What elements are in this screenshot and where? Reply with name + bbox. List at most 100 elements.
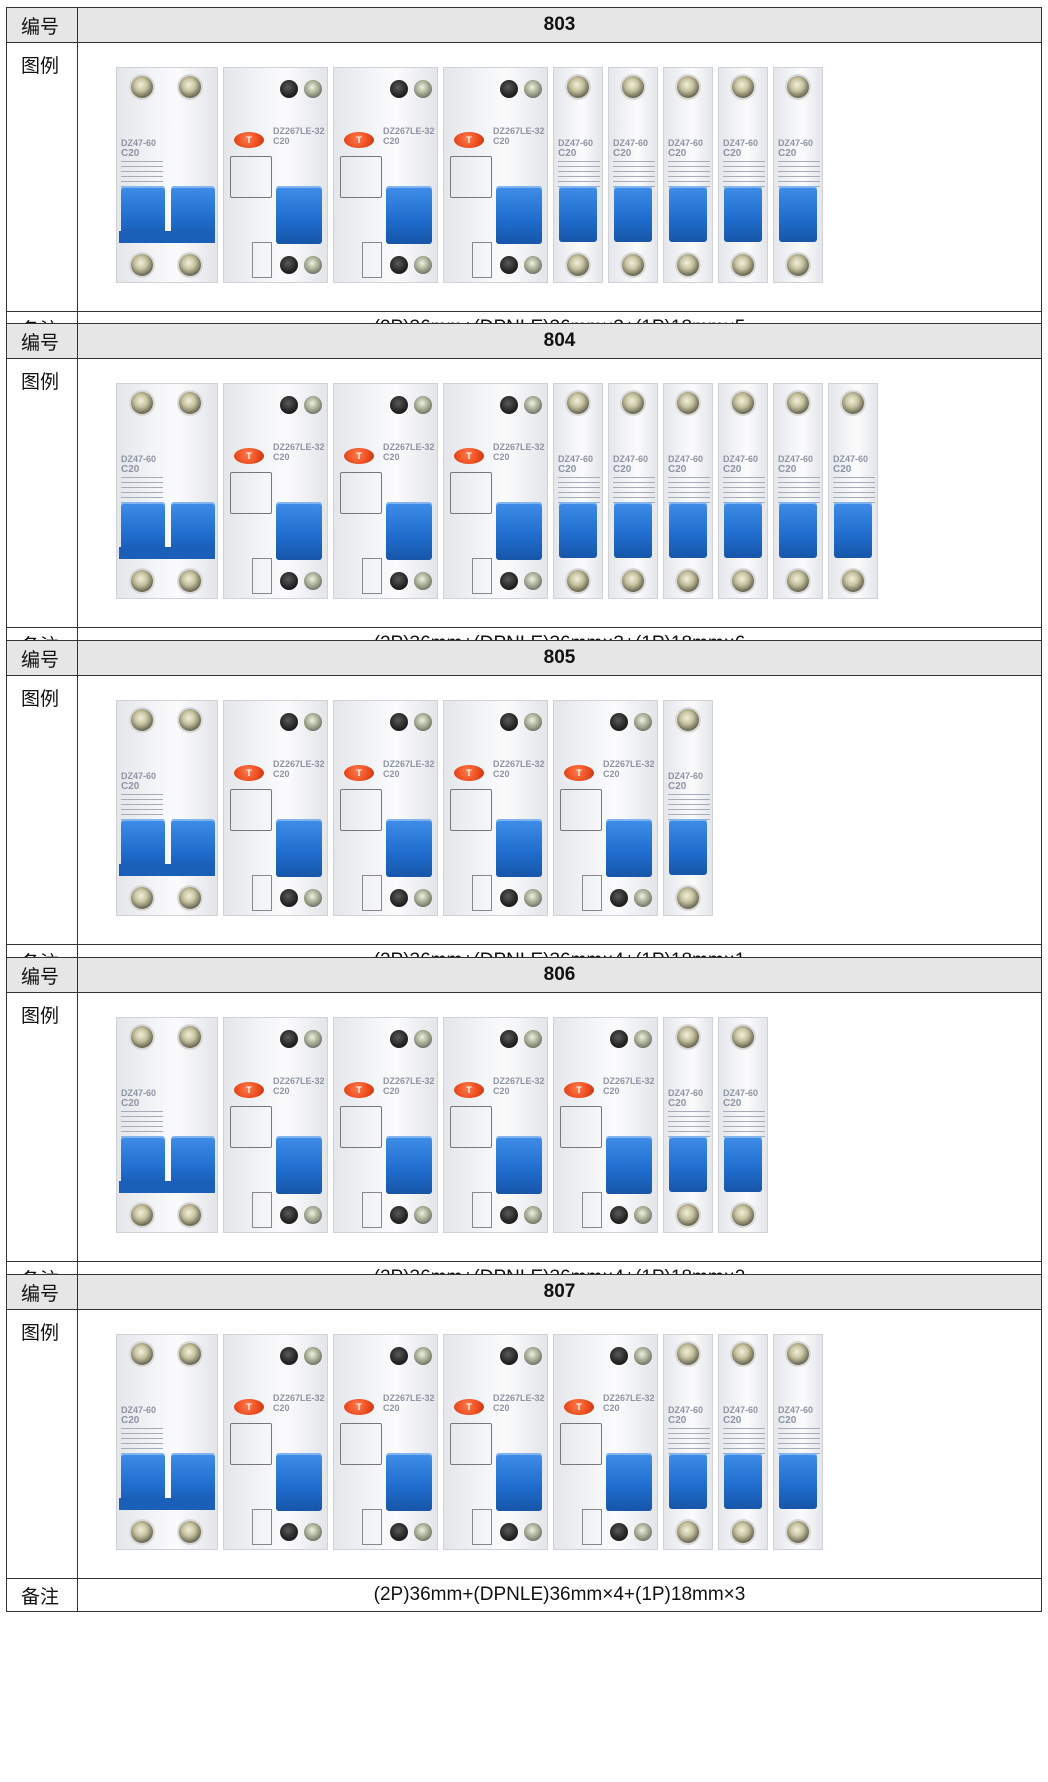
terminal-screw-icon (131, 392, 153, 414)
terminal-screw-icon (179, 570, 201, 592)
test-button: T (564, 1399, 594, 1415)
terminal-screw-icon (131, 76, 153, 98)
outlet-arrow-icon (582, 1192, 602, 1228)
terminal-screw-icon (787, 570, 809, 592)
toggle-handle (614, 186, 652, 242)
toggle-handle (496, 1453, 542, 1511)
terminal-hole-icon (390, 256, 408, 274)
breaker-rating: C20 (121, 148, 140, 159)
breaker-1p: DZ47-60 C20 (718, 67, 768, 283)
breaker-model: DZ47-60 (723, 1088, 759, 1098)
breaker-rating: C20 (778, 1415, 797, 1426)
outlet-arrow-icon (582, 1509, 602, 1545)
breaker-model: DZ47-60 (121, 1405, 157, 1415)
terminal-screw-icon (304, 1523, 322, 1541)
toggle-handle (669, 1453, 707, 1509)
breaker-model: DZ47-60 (121, 1088, 157, 1098)
terminal-hole-icon (390, 1347, 408, 1365)
handle-tie-bar (119, 1181, 215, 1193)
terminal-hole-icon (280, 572, 298, 590)
terminal-screw-icon (842, 392, 864, 414)
terminal-hole-icon (500, 713, 518, 731)
terminal-screw-icon (304, 713, 322, 731)
terminal-screw-icon (732, 570, 754, 592)
outlet-arrow-icon (362, 558, 382, 594)
breaker-model: DZ47-60 (668, 771, 704, 781)
breaker-rating: C20 (833, 464, 852, 475)
breaker-1p: DZ47-60 C20 (718, 1017, 768, 1233)
terminal-hole-icon (610, 1030, 628, 1048)
terminal-screw-icon (634, 1523, 652, 1541)
toggle-handle (496, 1136, 542, 1194)
terminal-screw-icon (304, 80, 322, 98)
terminal-hole-icon (500, 1206, 518, 1224)
code-label: 编号 (7, 8, 78, 42)
terminal-screw-icon (677, 1026, 699, 1048)
circuit-diagram-icon (450, 1106, 492, 1148)
breaker-1p: DZ47-60 C20 (553, 67, 603, 283)
terminal-screw-icon (179, 1026, 201, 1048)
terminal-hole-icon (610, 1347, 628, 1365)
header-row: 编号 804 (7, 324, 1041, 358)
breaker-1p: DZ47-60 C20 (608, 67, 658, 283)
toggle-handle (669, 502, 707, 558)
terminal-screw-icon (732, 1204, 754, 1226)
spec-table-806: 编号 806 图例 DZ47-60 C20 T DZ267 (6, 957, 1042, 1295)
circuit-diagram-icon (230, 156, 272, 198)
terminal-hole-icon (500, 1347, 518, 1365)
terminal-screw-icon (634, 713, 652, 731)
breaker-rating: C20 (668, 1098, 687, 1109)
header-row: 编号 807 (7, 1275, 1041, 1309)
code-label: 编号 (7, 1275, 78, 1309)
spec-table-807: 编号 807 图例 DZ47-60 C20 T DZ267 (6, 1274, 1042, 1612)
outlet-arrow-icon (582, 875, 602, 911)
toggle-handle (724, 1136, 762, 1192)
toggle-handle (779, 1453, 817, 1509)
terminal-screw-icon (179, 76, 201, 98)
breaker-rating: C20 (723, 464, 742, 475)
terminal-screw-icon (131, 1026, 153, 1048)
breaker-rating: C20 (121, 464, 140, 475)
circuit-diagram-icon (340, 472, 382, 514)
breaker-model: DZ47-60 (558, 454, 594, 464)
terminal-screw-icon (524, 80, 542, 98)
handle-tie-bar (119, 1498, 215, 1510)
terminal-screw-icon (732, 1343, 754, 1365)
spec-table-804: 编号 804 图例 DZ47-60 C20 T DZ267 (6, 323, 1042, 661)
breaker-rating: C20 (613, 464, 632, 475)
terminal-screw-icon (634, 889, 652, 907)
toggle-handle (724, 1453, 762, 1509)
breaker-1p: DZ47-60 C20 (608, 383, 658, 599)
breaker-1p: DZ47-60 C20 (718, 1334, 768, 1550)
circuit-diagram-icon (560, 1106, 602, 1148)
breaker-rating: C20 (558, 464, 577, 475)
breaker-1p: DZ47-60 C20 (663, 1334, 713, 1550)
terminal-screw-icon (677, 709, 699, 731)
breaker-model: DZ47-60 (558, 138, 594, 148)
terminal-screw-icon (622, 570, 644, 592)
terminal-screw-icon (524, 1523, 542, 1541)
terminal-hole-icon (280, 80, 298, 98)
breaker-rating: C20 (668, 148, 687, 159)
toggle-handle (276, 1453, 322, 1511)
terminal-screw-icon (131, 1204, 153, 1226)
test-button: T (564, 765, 594, 781)
terminal-hole-icon (390, 80, 408, 98)
terminal-hole-icon (390, 1030, 408, 1048)
terminal-screw-icon (787, 76, 809, 98)
terminal-screw-icon (787, 392, 809, 414)
terminal-screw-icon (524, 1206, 542, 1224)
